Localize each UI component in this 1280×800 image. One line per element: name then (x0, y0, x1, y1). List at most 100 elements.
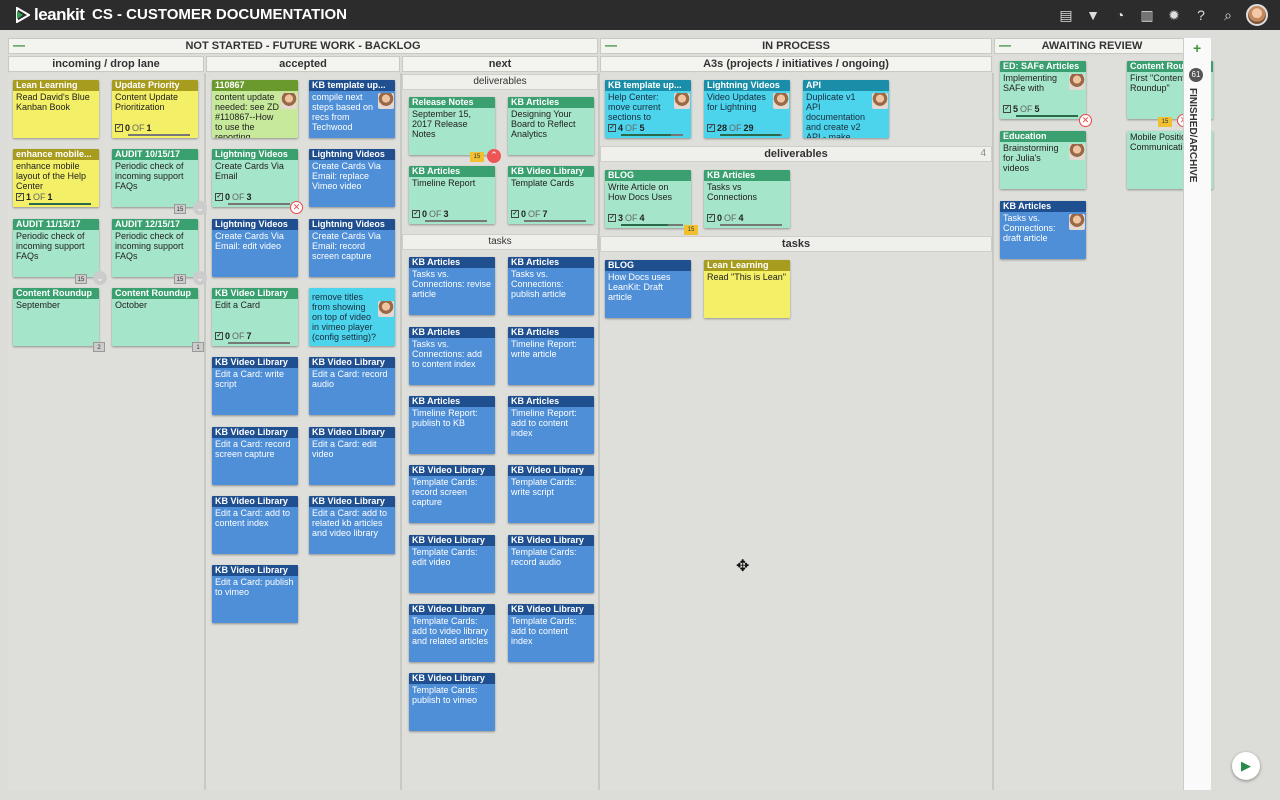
assignee-avatar[interactable] (378, 93, 394, 109)
analytics-icon[interactable]: ▥ (1140, 6, 1154, 23)
lane-header-accepted[interactable]: accepted (206, 56, 400, 72)
collapse-icon[interactable]: — (13, 38, 25, 52)
assignee-avatar[interactable] (1069, 214, 1085, 230)
leankit-logo[interactable]: leankit (16, 5, 85, 24)
expand-icon[interactable]: ⌄ (93, 271, 107, 285)
sublane-ip-tasks[interactable]: tasks (600, 236, 992, 252)
filter-icon[interactable]: ▼ (1086, 7, 1100, 23)
board-settings-icon[interactable]: ▤ (1059, 6, 1073, 23)
blocked-icon[interactable]: ✕ (1079, 114, 1092, 127)
archive-lane[interactable]: + 61 FINISHED/ARCHIVE (1183, 38, 1211, 790)
expand-icon[interactable]: ⌄ (193, 201, 207, 215)
assignee-avatar[interactable] (378, 301, 394, 317)
count-badge[interactable]: 2 (93, 342, 105, 352)
lane-header-awaiting-review[interactable]: — AWAITING REVIEW (994, 38, 1190, 54)
collapse-icon[interactable]: — (605, 38, 617, 52)
lane-header-a3s[interactable]: A3s (projects / initiatives / ongoing) (600, 56, 992, 72)
search-icon[interactable]: ⌕ (1224, 6, 1232, 23)
collapse-icon[interactable]: ⌃ (487, 149, 501, 163)
assignee-avatar[interactable] (1069, 144, 1085, 160)
due-date-badge[interactable]: 15 (1158, 117, 1172, 127)
count-badge[interactable]: 1 (192, 342, 204, 352)
card[interactable]: KB template up...compile next steps base… (309, 80, 395, 138)
due-date-badge[interactable]: 15 (684, 225, 698, 235)
sublane-next-deliverables[interactable]: deliverables (402, 74, 598, 90)
assignee-avatar[interactable] (674, 93, 690, 109)
date-badge[interactable]: 15 (174, 204, 186, 214)
card[interactable]: remove titles from showing on top of vid… (309, 288, 395, 346)
card[interactable]: KB template up...Help Center: move curre… (605, 80, 691, 138)
date-badge[interactable]: 15 (75, 274, 87, 284)
gear-icon[interactable]: ✹ (1168, 6, 1180, 23)
user-filter-icon[interactable]: ◔ (1115, 7, 1125, 23)
lane-header-incoming[interactable]: incoming / drop lane (8, 56, 204, 72)
card[interactable]: enhance mobile...enhance mobile layout o… (13, 149, 99, 207)
lane-header-not-started[interactable]: — NOT STARTED - FUTURE WORK - BACKLOG (8, 38, 598, 54)
assignee-avatar[interactable] (281, 93, 297, 109)
walkthrough-play-button[interactable]: ▶ (1232, 752, 1260, 780)
lane-header-in-process[interactable]: — IN PROCESS (600, 38, 992, 54)
assignee-avatar[interactable] (1069, 74, 1085, 90)
collapse-icon[interactable]: — (999, 38, 1011, 52)
date-badge[interactable]: 15 (174, 274, 186, 284)
expand-icon[interactable]: ⌄ (193, 271, 207, 285)
user-avatar[interactable] (1246, 4, 1268, 26)
assignee-avatar[interactable] (773, 93, 789, 109)
lane-header-next[interactable]: next (402, 56, 598, 72)
add-lane-icon[interactable]: + (1193, 40, 1202, 56)
